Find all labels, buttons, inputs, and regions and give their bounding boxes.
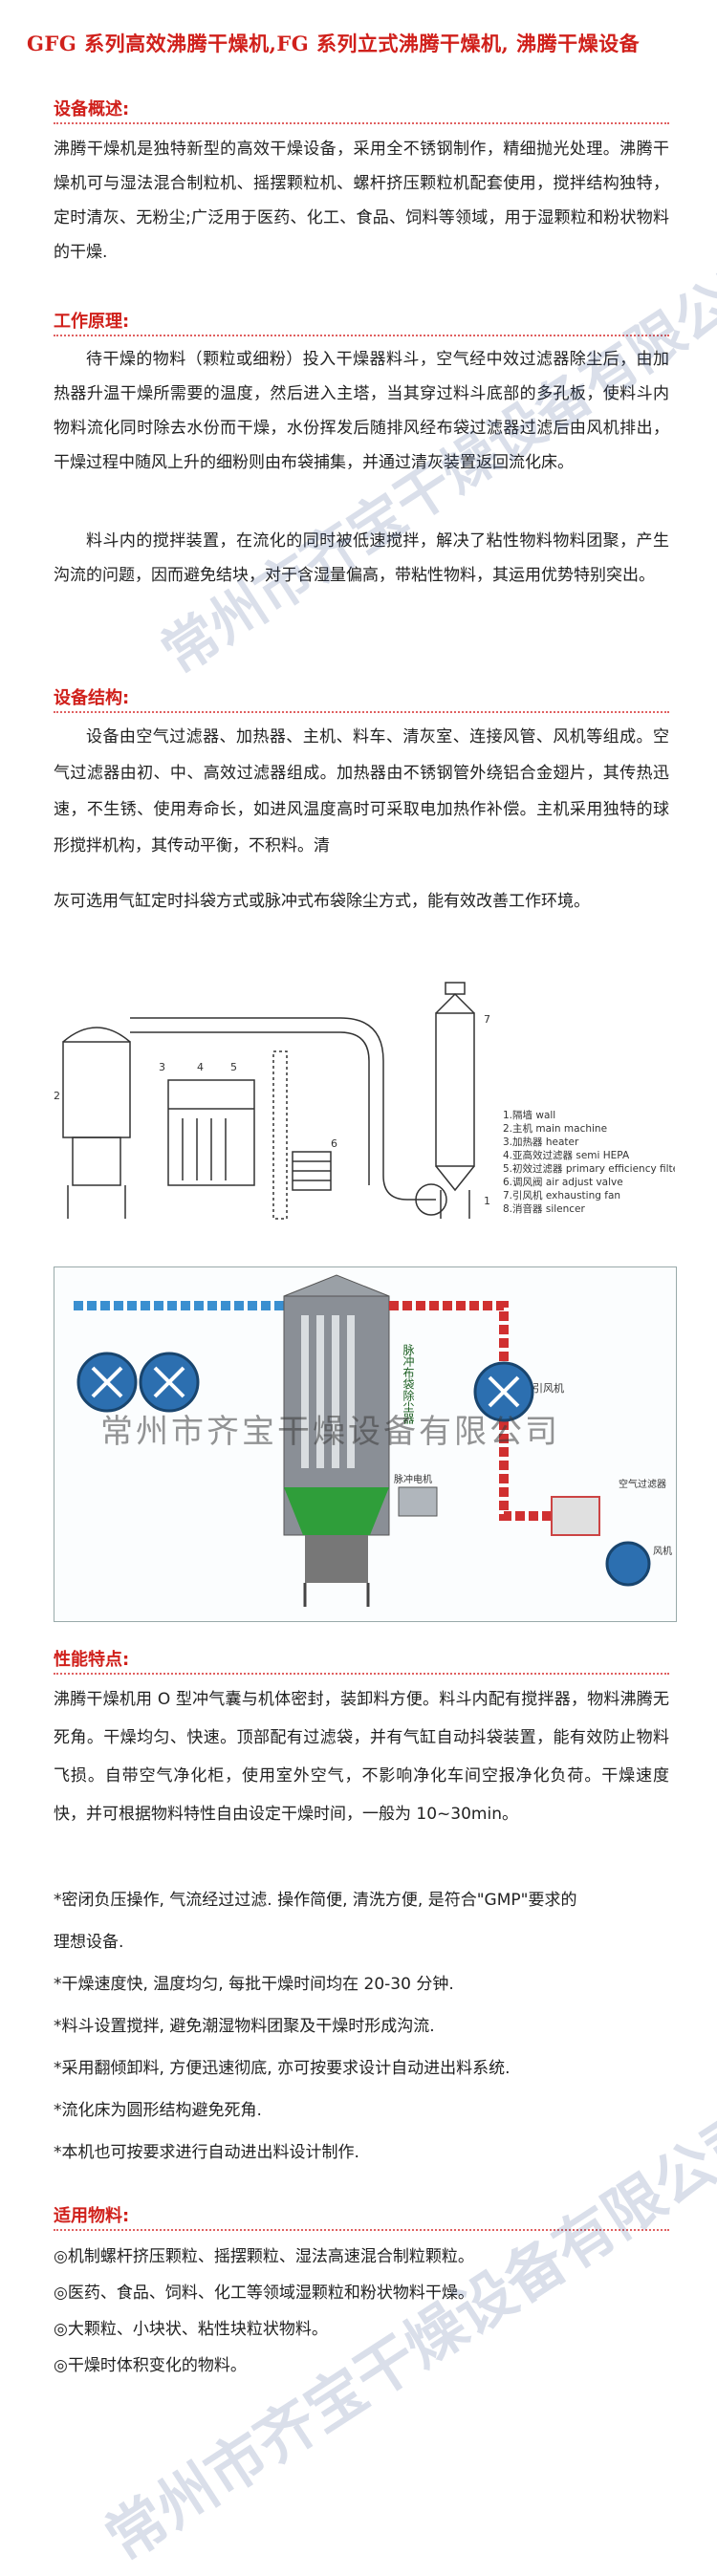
diagram-number: 6 bbox=[331, 1137, 337, 1150]
feature-item: *流化床为圆形结构避免死角. bbox=[54, 2101, 262, 2120]
principle-heading: 工作原理: bbox=[54, 312, 130, 332]
tower-label: 脉冲布袋除尘器 bbox=[402, 1343, 415, 1425]
feature-item: *干燥速度快, 温度均匀, 每批干燥时间均在 20-30 分钟. bbox=[54, 1975, 454, 1994]
features-list: *密闭负压操作, 气流经过过滤. 操作简便, 清洗方便, 是符合"GMP"要求的… bbox=[54, 1879, 669, 2174]
materials-list: ◎机制螺杆挤压颗粒、摇摆颗粒、湿法高速混合制粒颗粒。 ◎医药、食品、饲料、化工等… bbox=[54, 2239, 669, 2384]
exhaust-fan-shape bbox=[415, 1183, 447, 1216]
principle-text-1: 待干燥的物料（颗粒或细粉）投入干燥器料斗，空气经中效过滤器除尘后，由加热器升温干… bbox=[54, 350, 669, 472]
legend-item: 5.初效过滤器 primary efficiency filter bbox=[503, 1162, 675, 1175]
legend-item: 4.亚高效过滤器 semi HEPA bbox=[503, 1149, 630, 1161]
diagram-number: 1 bbox=[484, 1195, 490, 1207]
overview-text: 沸腾干燥机是独特新型的高效干燥设备，采用全不锈钢制作，精细抛光处理。沸腾干燥机可… bbox=[54, 140, 669, 262]
heater-shape bbox=[167, 1079, 255, 1186]
legend-item: 7.引风机 exhausting fan bbox=[503, 1189, 620, 1201]
feature-item: *料斗设置搅拌, 避免潮湿物料团聚及干燥时形成沟流. bbox=[54, 2017, 435, 2036]
structure-text-2: 灰可选用气缸定时抖袋方式或脉冲式布袋除尘方式，能有效改善工作环境。 bbox=[54, 892, 590, 911]
outlet-duct bbox=[389, 1301, 509, 1363]
feature-item: *本机也可按要求进行自动进出料设计制作. bbox=[54, 2143, 359, 2162]
diagram-number: 2 bbox=[54, 1090, 60, 1102]
legend-item: 2.主机 main machine bbox=[503, 1122, 607, 1135]
legend-item: 3.加热器 heater bbox=[503, 1136, 579, 1148]
material-item: ◎医药、食品、饲料、化工等领域湿颗粒和粉状物料干燥。 bbox=[54, 2284, 474, 2303]
fan-label: 引风机 bbox=[532, 1381, 564, 1395]
product-page: GFG 系列高效沸腾干燥机,FG 系列立式沸腾干燥机, 沸腾干燥设备 设备概述:… bbox=[27, 32, 717, 2574]
fluid-bed bbox=[284, 1487, 389, 1535]
material-item: ◎机制螺杆挤压颗粒、摇摆颗粒、湿法高速混合制粒颗粒。 bbox=[54, 2247, 474, 2266]
divider bbox=[54, 122, 669, 124]
diagram-number: 3 bbox=[159, 1061, 165, 1073]
features-text: 沸腾干燥机用 O 型冲气囊与机体密封，装卸料方便。料斗内配有搅拌器，物料沸腾无死… bbox=[54, 1690, 669, 1824]
divider bbox=[54, 2229, 669, 2231]
diagram-number: 4 bbox=[197, 1061, 204, 1073]
diagram-number: 5 bbox=[230, 1061, 237, 1073]
dust-collector-shape bbox=[435, 1012, 475, 1167]
diagram-number: 7 bbox=[484, 1013, 490, 1026]
divider bbox=[54, 335, 669, 336]
air-filter-shape bbox=[551, 1496, 600, 1536]
divider bbox=[54, 711, 669, 713]
legend-item: 6.调风阀 air adjust valve bbox=[503, 1176, 623, 1188]
material-item: ◎干燥时体积变化的物料。 bbox=[54, 2356, 247, 2375]
feature-item: *密闭负压操作, 气流经过过滤. 操作简便, 清洗方便, 是符合"GMP"要求的 bbox=[54, 1891, 577, 1910]
structure-text-1: 设备由空气过滤器、加热器、主机、料车、清灰室、连接风管、风机等组成。空气过滤器由… bbox=[54, 727, 669, 855]
legend-item: 8.消音器 silencer bbox=[503, 1202, 586, 1215]
inlet-fans bbox=[76, 1352, 200, 1413]
legend-item: 1.隔墙 wall bbox=[503, 1109, 555, 1121]
fan2-label: 风机 bbox=[653, 1545, 672, 1557]
filter-label: 空气过滤器 bbox=[619, 1478, 666, 1490]
structure-heading: 设备结构: bbox=[54, 688, 130, 708]
divider bbox=[54, 1673, 669, 1675]
airflow-diagram: 脉冲布袋除尘器 引风机 脉冲电机 空气过滤器 风机 bbox=[54, 1266, 677, 1622]
diagram-legend: 1.隔墙 wall 2.主机 main machine 3.加热器 heater… bbox=[503, 1109, 675, 1215]
principle-text-2: 料斗内的搅拌装置，在流化的同时被低速搅拌，解决了粘性物料物料团聚，产生沟流的问题… bbox=[54, 531, 669, 585]
ctrl-label: 脉冲电机 bbox=[394, 1473, 432, 1485]
feature-item: 理想设备. bbox=[54, 1933, 124, 1952]
main-machine-shape bbox=[62, 1041, 131, 1138]
fan-icon bbox=[605, 1541, 651, 1587]
wall-shape bbox=[272, 1050, 288, 1220]
page-title: GFG 系列高效沸腾干燥机,FG 系列立式沸腾干燥机, 沸腾干燥设备 bbox=[27, 32, 641, 55]
equipment-layout-diagram: 2 3 4 5 6 7 1 1.隔墙 wall 2.主机 main machin… bbox=[54, 982, 675, 1220]
features-heading: 性能特点: bbox=[54, 1650, 130, 1670]
overview-heading: 设备概述: bbox=[54, 99, 130, 119]
materials-heading: 适用物料: bbox=[54, 2206, 130, 2226]
material-item: ◎大颗粒、小块状、粘性块粒状物料。 bbox=[54, 2320, 328, 2339]
feature-item: *采用翻倾卸料, 方便迅速彻底, 亦可按要求设计自动进出料系统. bbox=[54, 2059, 511, 2078]
